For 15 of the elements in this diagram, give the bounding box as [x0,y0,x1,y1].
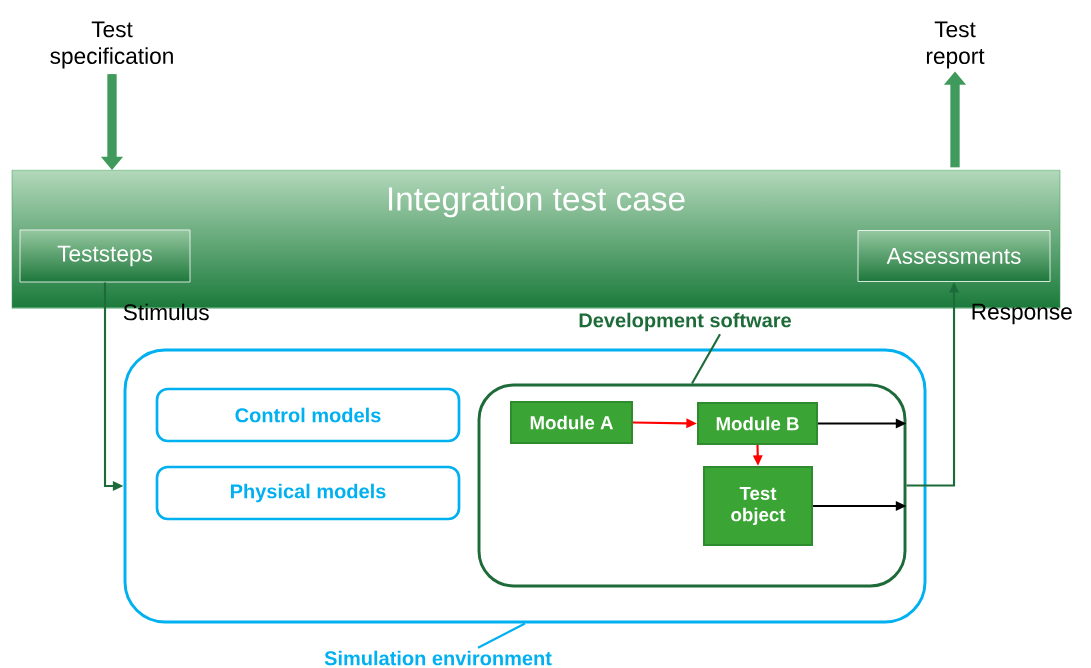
model-box: Physical models [155,465,461,521]
leader-line [691,333,721,385]
assessments-box: Assessments [857,230,1051,282]
input-label: Test specification [50,21,173,69]
software-box [477,383,907,588]
model-box: Control models [155,387,461,443]
module-box: Module A [510,401,633,444]
module-box: Test object [703,466,813,546]
group-label: Simulation environment [324,650,552,666]
teststeps-box: Teststeps [19,229,191,283]
simulation-box [123,348,927,624]
group-label: Development software [579,312,791,332]
leader-line [477,622,526,649]
output-label: Test report [926,21,985,69]
module-box: Module B [697,402,818,445]
